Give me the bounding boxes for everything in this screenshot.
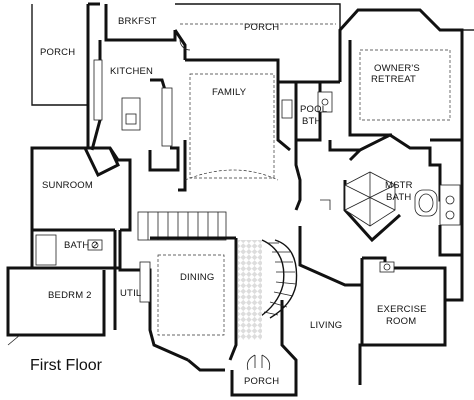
label-owners-retreat-2: RETREAT (371, 74, 416, 85)
label-family: FAMILY (212, 87, 247, 98)
label-porch-top: PORCH (244, 22, 279, 33)
label-sunroom: SUNROOM (42, 180, 93, 191)
exterior-walls (6, 2, 474, 397)
foyer-tile (238, 240, 262, 340)
label-dining: DINING (180, 272, 214, 283)
label-brkfst: BRKFST (118, 16, 157, 27)
fireplace (281, 99, 293, 119)
label-owners-retreat-1: OWNER'S (374, 63, 420, 74)
label-mstr-bath-2: BATH (386, 192, 411, 203)
label-exercise-2: ROOM (386, 316, 416, 327)
label-porch-bottom: PORCH (244, 376, 279, 387)
label-mstr-bath-1: MSTR (385, 180, 413, 191)
label-pool-bth-1: POOL (300, 104, 327, 115)
label-porch-left: PORCH (40, 47, 75, 58)
label-util: UTIL (120, 288, 141, 299)
room-labels: PORCH BRKFST PORCH KITCHEN FAMILY OWNER'… (40, 16, 427, 387)
label-pool-bth-2: BTH (302, 116, 322, 127)
label-living: LIVING (310, 320, 342, 331)
stair-straight (137, 211, 227, 241)
interior-walls (7, 23, 462, 371)
label-kitchen: KITCHEN (110, 66, 153, 77)
label-exercise-1: EXERCISE (377, 304, 427, 315)
label-bedrm2: BEDRM 2 (48, 290, 92, 301)
plan-caption: First Floor (30, 357, 103, 374)
label-bath2: BATH 2 (64, 240, 98, 251)
